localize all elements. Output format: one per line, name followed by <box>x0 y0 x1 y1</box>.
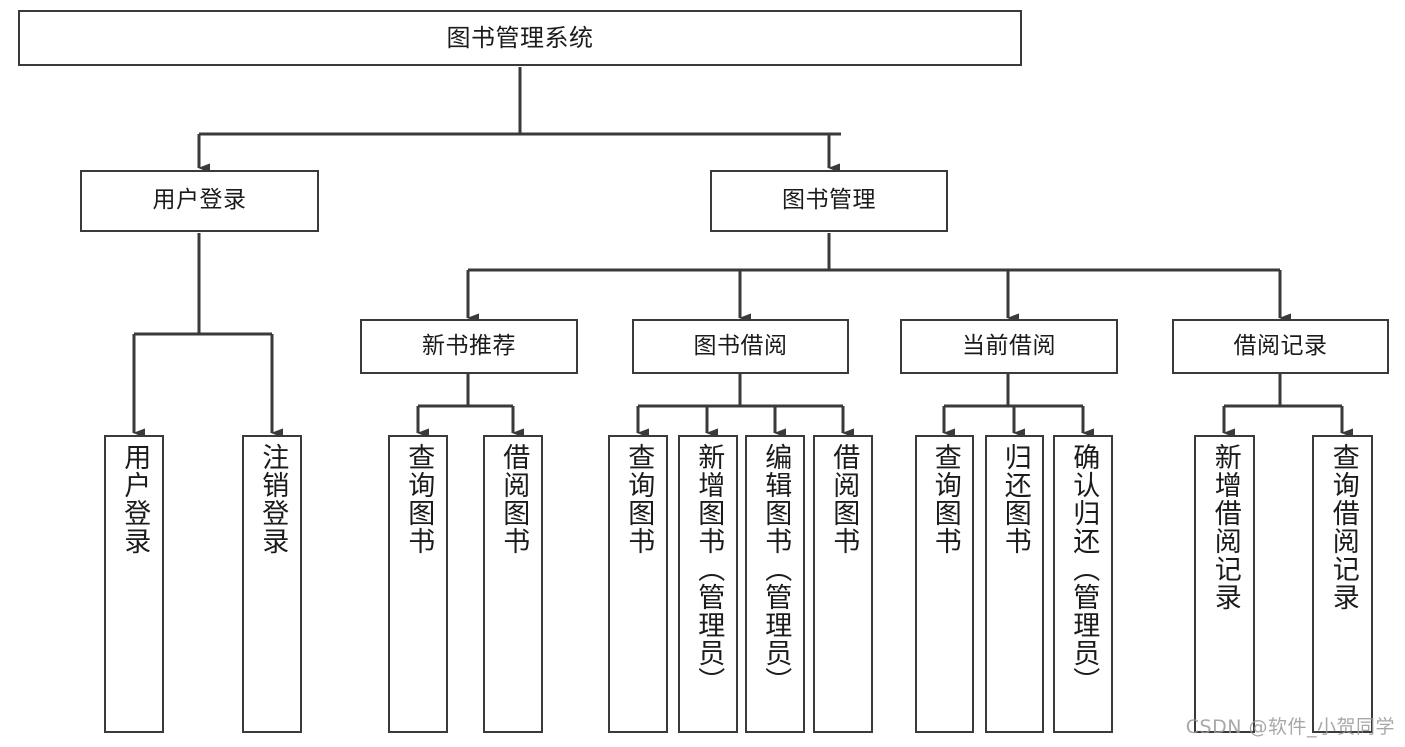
node-label: 新增图书（管理员） <box>693 443 725 695</box>
node-label: 新增借阅记录 <box>1209 443 1241 611</box>
leaf-borrow-book-borrow[interactable]: 借阅图书 <box>813 435 873 733</box>
node-label: 查询图书 <box>403 443 435 555</box>
node-label: 归还图书 <box>999 443 1031 555</box>
leaf-logout-login[interactable]: 注销登录 <box>242 435 302 733</box>
node-current-borrow[interactable]: 当前借阅 <box>900 319 1118 374</box>
leaf-confirm-return-admin[interactable]: 确认归还（管理员） <box>1053 435 1113 733</box>
node-label: 借阅图书 <box>828 443 860 555</box>
node-label: 新书推荐 <box>422 332 516 359</box>
leaf-borrow-book-new-recommend[interactable]: 借阅图书 <box>483 435 543 733</box>
node-label: 查询图书 <box>929 443 961 555</box>
node-label: 用户登录 <box>152 187 247 214</box>
node-label: 注销登录 <box>257 443 289 555</box>
node-label: 图书管理 <box>782 187 876 214</box>
node-new-book-recommend[interactable]: 新书推荐 <box>360 319 578 374</box>
leaf-query-book-new-recommend[interactable]: 查询图书 <box>388 435 448 733</box>
leaf-return-book[interactable]: 归还图书 <box>985 435 1044 733</box>
node-label: 用户登录 <box>119 443 151 555</box>
node-label: 查询借阅记录 <box>1327 443 1359 611</box>
leaf-edit-book-admin[interactable]: 编辑图书（管理员） <box>745 435 805 733</box>
leaf-query-book-current[interactable]: 查询图书 <box>915 435 974 733</box>
leaf-query-book-borrow[interactable]: 查询图书 <box>608 435 668 733</box>
node-label: 图书管理系统 <box>446 23 594 52</box>
leaf-add-borrow-record[interactable]: 新增借阅记录 <box>1194 435 1255 733</box>
node-book-management-system[interactable]: 图书管理系统 <box>18 10 1022 66</box>
node-borrow-record[interactable]: 借阅记录 <box>1172 319 1389 374</box>
node-label: 借阅记录 <box>1233 332 1328 359</box>
node-label: 借阅图书 <box>498 443 530 555</box>
leaf-add-book-admin[interactable]: 新增图书（管理员） <box>678 435 738 733</box>
leaf-query-borrow-record[interactable]: 查询借阅记录 <box>1312 435 1373 733</box>
node-label: 编辑图书（管理员） <box>760 443 792 695</box>
node-label: 确认归还（管理员） <box>1068 443 1100 695</box>
node-label: 当前借阅 <box>962 332 1056 359</box>
node-book-borrow[interactable]: 图书借阅 <box>632 319 849 374</box>
node-label: 查询图书 <box>623 443 655 555</box>
node-user-login[interactable]: 用户登录 <box>80 170 319 232</box>
node-label: 图书借阅 <box>693 332 788 359</box>
node-book-manage[interactable]: 图书管理 <box>710 170 948 232</box>
leaf-user-login[interactable]: 用户登录 <box>104 435 164 733</box>
